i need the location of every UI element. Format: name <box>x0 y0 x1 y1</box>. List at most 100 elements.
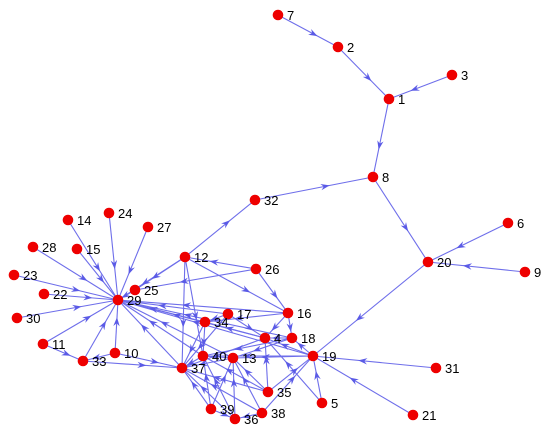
node-label-6: 6 <box>517 216 524 231</box>
edge-35-to-4 <box>264 337 269 393</box>
node-34 <box>199 316 211 328</box>
node-30 <box>11 312 23 324</box>
node-38 <box>256 407 268 419</box>
arrowhead-18-to-40 <box>234 344 245 351</box>
arrowhead-21-to-19 <box>349 377 359 385</box>
arrowhead-27-to-29 <box>128 265 135 275</box>
node-label-10: 10 <box>124 346 138 361</box>
edge-38-to-37 <box>181 367 263 414</box>
arrowhead-1-to-8 <box>377 140 384 150</box>
edge-34-to-37 <box>181 321 206 369</box>
edge-12-to-32 <box>184 199 256 258</box>
node-label-15: 15 <box>86 242 100 257</box>
arrowhead-18-to-29 <box>183 313 194 320</box>
arrowhead-16-to-4 <box>271 322 280 331</box>
arrowheads-layer <box>61 29 473 419</box>
node-label-31: 31 <box>445 361 459 376</box>
node-22 <box>38 288 50 300</box>
edge-2-to-1 <box>337 46 390 100</box>
arrowhead-26-to-12 <box>209 259 219 266</box>
edge-12-to-16 <box>184 256 289 314</box>
edge-28-to-29 <box>32 246 119 301</box>
arrowhead-33-to-37 <box>137 361 147 368</box>
node-label-18: 18 <box>301 331 315 346</box>
node-label-28: 28 <box>42 240 56 255</box>
arrowhead-7-to-2 <box>308 29 318 37</box>
arrowhead-6-to-20 <box>456 241 466 249</box>
edge-7-to-2 <box>277 14 339 48</box>
arrowhead-2-to-1 <box>362 72 372 82</box>
edge-26-to-16 <box>255 268 289 314</box>
arrowhead-18-to-13 <box>252 345 263 352</box>
node-label-22: 22 <box>53 287 67 302</box>
node-5 <box>316 397 328 409</box>
arrowhead-10-to-33 <box>91 353 102 360</box>
node-25 <box>129 284 141 296</box>
node-label-7: 7 <box>287 8 294 23</box>
node-27 <box>142 221 154 233</box>
node-26 <box>250 263 262 275</box>
arrowhead-10-to-37 <box>149 357 160 364</box>
node-label-33: 33 <box>92 354 106 369</box>
arrowhead-16-to-34 <box>234 314 244 321</box>
edge-13-to-29 <box>117 299 234 359</box>
node-label-24: 24 <box>118 206 132 221</box>
node-label-5: 5 <box>331 396 338 411</box>
arrowhead-19-to-29 <box>192 320 202 327</box>
arrowhead-18-to-4 <box>271 334 281 342</box>
edge-35-to-13 <box>232 357 269 393</box>
arrowhead-5-to-19 <box>314 370 321 381</box>
node-24 <box>103 207 115 219</box>
node-label-26: 26 <box>265 262 279 277</box>
arrowhead-40-to-29 <box>148 320 158 328</box>
arrowhead-39-to-40 <box>203 373 211 383</box>
edge-19-to-13 <box>232 355 314 359</box>
arrowhead-35-to-13 <box>244 368 253 378</box>
arrowhead-22-to-29 <box>83 294 93 301</box>
node-9 <box>519 266 531 278</box>
edge-4-to-34 <box>204 321 266 339</box>
arrowhead-36-to-37 <box>200 385 209 395</box>
arrowhead-28-to-29 <box>78 273 88 281</box>
arrowhead-35-to-37 <box>212 375 223 382</box>
arrowhead-36-to-13 <box>230 378 238 388</box>
node-12 <box>179 251 191 263</box>
edge-26-to-25 <box>134 268 257 291</box>
node-label-40: 40 <box>212 349 226 364</box>
node-label-9: 9 <box>534 265 541 280</box>
edge-14-to-29 <box>67 219 119 301</box>
arrowhead-12-to-29 <box>141 277 151 285</box>
edge-8-to-20 <box>372 176 429 263</box>
arrowhead-17-to-34 <box>210 314 220 321</box>
edge-10-to-33 <box>82 352 116 362</box>
edge-22-to-29 <box>43 293 119 301</box>
edge-1-to-8 <box>372 98 390 178</box>
node-label-38: 38 <box>271 406 285 421</box>
node-7 <box>272 9 284 21</box>
edge-12-to-25 <box>134 256 186 291</box>
edge-35-to-19 <box>267 355 314 393</box>
node-label-34: 34 <box>214 315 228 330</box>
arrowhead-17-to-29 <box>158 303 168 310</box>
edge-36-to-40 <box>202 355 236 420</box>
edge-17-to-4 <box>227 313 266 339</box>
node-2 <box>332 41 344 53</box>
node-20 <box>422 256 434 268</box>
node-6 <box>502 217 514 229</box>
node-39 <box>205 403 217 415</box>
edge-39-to-37 <box>181 367 212 410</box>
node-label-19: 19 <box>322 349 336 364</box>
edge-12-to-40 <box>184 256 204 357</box>
edge-21-to-19 <box>312 355 414 416</box>
arrowhead-11-to-33 <box>61 349 71 356</box>
arrowhead-34-to-29 <box>148 306 159 314</box>
node-label-36: 36 <box>244 412 258 427</box>
arrowhead-17-to-37 <box>197 340 207 350</box>
edge-38-to-13 <box>232 357 263 414</box>
node-37 <box>176 362 188 374</box>
node-29 <box>112 294 124 306</box>
edge-10-to-37 <box>114 352 183 369</box>
edge-36-to-13 <box>232 357 236 420</box>
node-label-16: 16 <box>297 306 311 321</box>
